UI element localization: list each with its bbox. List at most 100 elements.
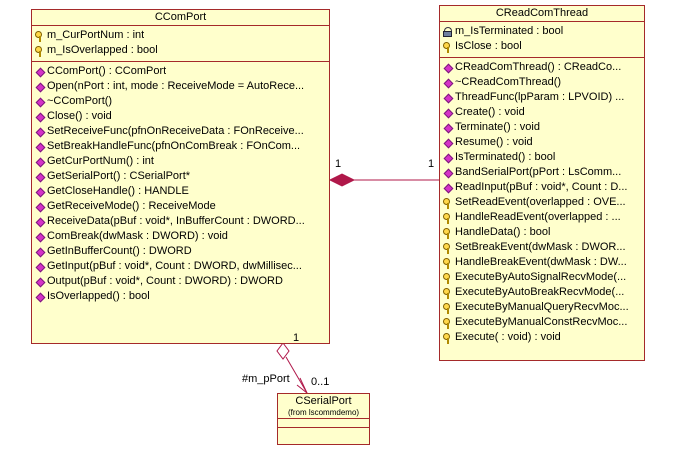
operation-item[interactable]: Output(pBuf : void*, Count : DWORD) : DW…	[32, 274, 329, 289]
member-text: HandleData() : bool	[455, 226, 551, 238]
diamond-icon	[443, 78, 453, 88]
member-text: Create() : void	[455, 106, 525, 118]
attribute-item[interactable]: m_IsOverlapped : bool	[32, 43, 329, 58]
key-icon	[35, 45, 45, 57]
composition-diamond	[328, 173, 356, 187]
operation-item[interactable]: ExecuteByManualConstRecvMoc...	[440, 315, 644, 330]
operation-item[interactable]: GetSerialPort() : CSerialPort*	[32, 169, 329, 184]
operation-item[interactable]: SetReadEvent(overlapped : OVE...	[440, 195, 644, 210]
operation-item[interactable]: GetCloseHandle() : HANDLE	[32, 184, 329, 199]
class-header: CSerialPort (from lscommdemo)	[278, 394, 369, 419]
member-text: ~CReadComThread()	[455, 76, 562, 88]
operation-item[interactable]: ExecuteByAutoBreakRecvMode(...	[440, 285, 644, 300]
member-text: HandleReadEvent(overlapped : ...	[455, 211, 621, 223]
class-name: CComPort	[32, 10, 329, 26]
key-icon	[35, 30, 45, 42]
key-icon	[443, 242, 453, 254]
member-text: CComPort() : CComPort	[47, 65, 167, 77]
member-text: ExecuteByAutoSignalRecvMode(...	[455, 271, 627, 283]
member-text: Open(nPort : int, mode : ReceiveMode = A…	[47, 80, 305, 92]
class-cserialport[interactable]: CSerialPort (from lscommdemo)	[277, 393, 370, 445]
operation-item[interactable]: CReadComThread() : CReadCo...	[440, 60, 644, 75]
operation-item[interactable]: Execute( : void) : void	[440, 330, 644, 345]
member-text: ExecuteByManualConstRecvMoc...	[455, 316, 628, 328]
key-icon	[443, 287, 453, 299]
multiplicity-aggregate: 1	[293, 332, 300, 344]
attribute-item[interactable]: IsClose : bool	[440, 39, 644, 54]
attribute-item[interactable]: m_CurPortNum : int	[32, 28, 329, 43]
operations-compartment: CReadComThread() : CReadCo...~CReadComTh…	[440, 58, 644, 348]
diamond-icon	[35, 82, 45, 92]
member-text: m_IsOverlapped : bool	[47, 44, 158, 56]
operation-item[interactable]: IsOverlapped() : bool	[32, 289, 329, 304]
member-text: GetSerialPort() : CSerialPort*	[47, 170, 191, 182]
aggregation-line	[285, 356, 308, 394]
operation-item[interactable]: IsTerminated() : bool	[440, 150, 644, 165]
key-icon	[443, 272, 453, 284]
member-text: GetCurPortNum() : int	[47, 155, 154, 167]
operation-item[interactable]: ~CComPort()	[32, 94, 329, 109]
member-text: HandleBreakEvent(dwMask : DW...	[455, 256, 627, 268]
operation-item[interactable]: HandleReadEvent(overlapped : ...	[440, 210, 644, 225]
operation-item[interactable]: Create() : void	[440, 105, 644, 120]
operation-item[interactable]: SetReceiveFunc(pfnOnReceiveData : FOnRec…	[32, 124, 329, 139]
operation-item[interactable]: GetReceiveMode() : ReceiveMode	[32, 199, 329, 214]
multiplicity-part: 0..1	[311, 376, 330, 388]
member-text: IsClose : bool	[455, 40, 522, 52]
operation-item[interactable]: BandSerialPort(pPort : LsComm...	[440, 165, 644, 180]
operation-item[interactable]: ExecuteByManualQueryRecvMoc...	[440, 300, 644, 315]
member-text: SetBreakEvent(dwMask : DWOR...	[455, 241, 626, 253]
operations-compartment	[278, 428, 369, 436]
diamond-icon	[35, 112, 45, 122]
operation-item[interactable]: Terminate() : void	[440, 120, 644, 135]
class-ccomport[interactable]: CComPort m_CurPortNum : int m_IsOverlappe…	[31, 9, 330, 344]
diamond-icon	[443, 93, 453, 103]
operation-item[interactable]: CComPort() : CComPort	[32, 64, 329, 79]
operation-item[interactable]: SetBreakEvent(dwMask : DWOR...	[440, 240, 644, 255]
operation-item[interactable]: GetInBufferCount() : DWORD	[32, 244, 329, 259]
operation-item[interactable]: GetInput(pBuf : void*, Count : DWORD, dw…	[32, 259, 329, 274]
operation-item[interactable]: ComBreak(dwMask : DWORD) : void	[32, 229, 329, 244]
operation-item[interactable]: SetBreakHandleFunc(pfnOnComBreak : FOnCo…	[32, 139, 329, 154]
key-icon	[443, 332, 453, 344]
operation-item[interactable]: Open(nPort : int, mode : ReceiveMode = A…	[32, 79, 329, 94]
operation-item[interactable]: ReadInput(pBuf : void*, Count : D...	[440, 180, 644, 195]
diamond-icon	[35, 172, 45, 182]
diamond-icon	[35, 127, 45, 137]
key-icon	[443, 197, 453, 209]
diamond-icon	[443, 168, 453, 178]
diamond-icon	[35, 232, 45, 242]
member-text: ReceiveData(pBuf : void*, InBufferCount …	[47, 215, 305, 227]
attribute-item[interactable]: m_IsTerminated : bool	[440, 24, 644, 39]
key-icon	[443, 41, 453, 53]
diamond-icon	[443, 63, 453, 73]
diamond-icon	[35, 142, 45, 152]
operation-item[interactable]: ~CReadComThread()	[440, 75, 644, 90]
attributes-compartment	[278, 419, 369, 428]
role-name: #m_pPort	[242, 373, 290, 385]
operation-item[interactable]: Close() : void	[32, 109, 329, 124]
operation-item[interactable]: ReceiveData(pBuf : void*, InBufferCount …	[32, 214, 329, 229]
member-text: SetReceiveFunc(pfnOnReceiveData : FOnRec…	[47, 125, 304, 137]
member-text: SetBreakHandleFunc(pfnOnComBreak : FOnCo…	[47, 140, 301, 152]
operation-item[interactable]: ThreadFunc(lpParam : LPVOID) ...	[440, 90, 644, 105]
member-text: SetReadEvent(overlapped : OVE...	[455, 196, 626, 208]
key-icon	[443, 257, 453, 269]
operation-item[interactable]: GetCurPortNum() : int	[32, 154, 329, 169]
diamond-icon	[443, 183, 453, 193]
diamond-icon	[35, 247, 45, 257]
multiplicity-left: 1	[335, 158, 342, 170]
operation-item[interactable]: Resume() : void	[440, 135, 644, 150]
operation-item[interactable]: ExecuteByAutoSignalRecvMode(...	[440, 270, 644, 285]
member-text: ThreadFunc(lpParam : LPVOID) ...	[455, 91, 625, 103]
aggregation-diamond	[276, 342, 290, 360]
diamond-icon	[443, 123, 453, 133]
member-text: Execute( : void) : void	[455, 331, 561, 343]
operation-item[interactable]: HandleBreakEvent(dwMask : DW...	[440, 255, 644, 270]
member-text: m_CurPortNum : int	[47, 29, 145, 41]
operation-item[interactable]: HandleData() : bool	[440, 225, 644, 240]
diamond-icon	[443, 153, 453, 163]
